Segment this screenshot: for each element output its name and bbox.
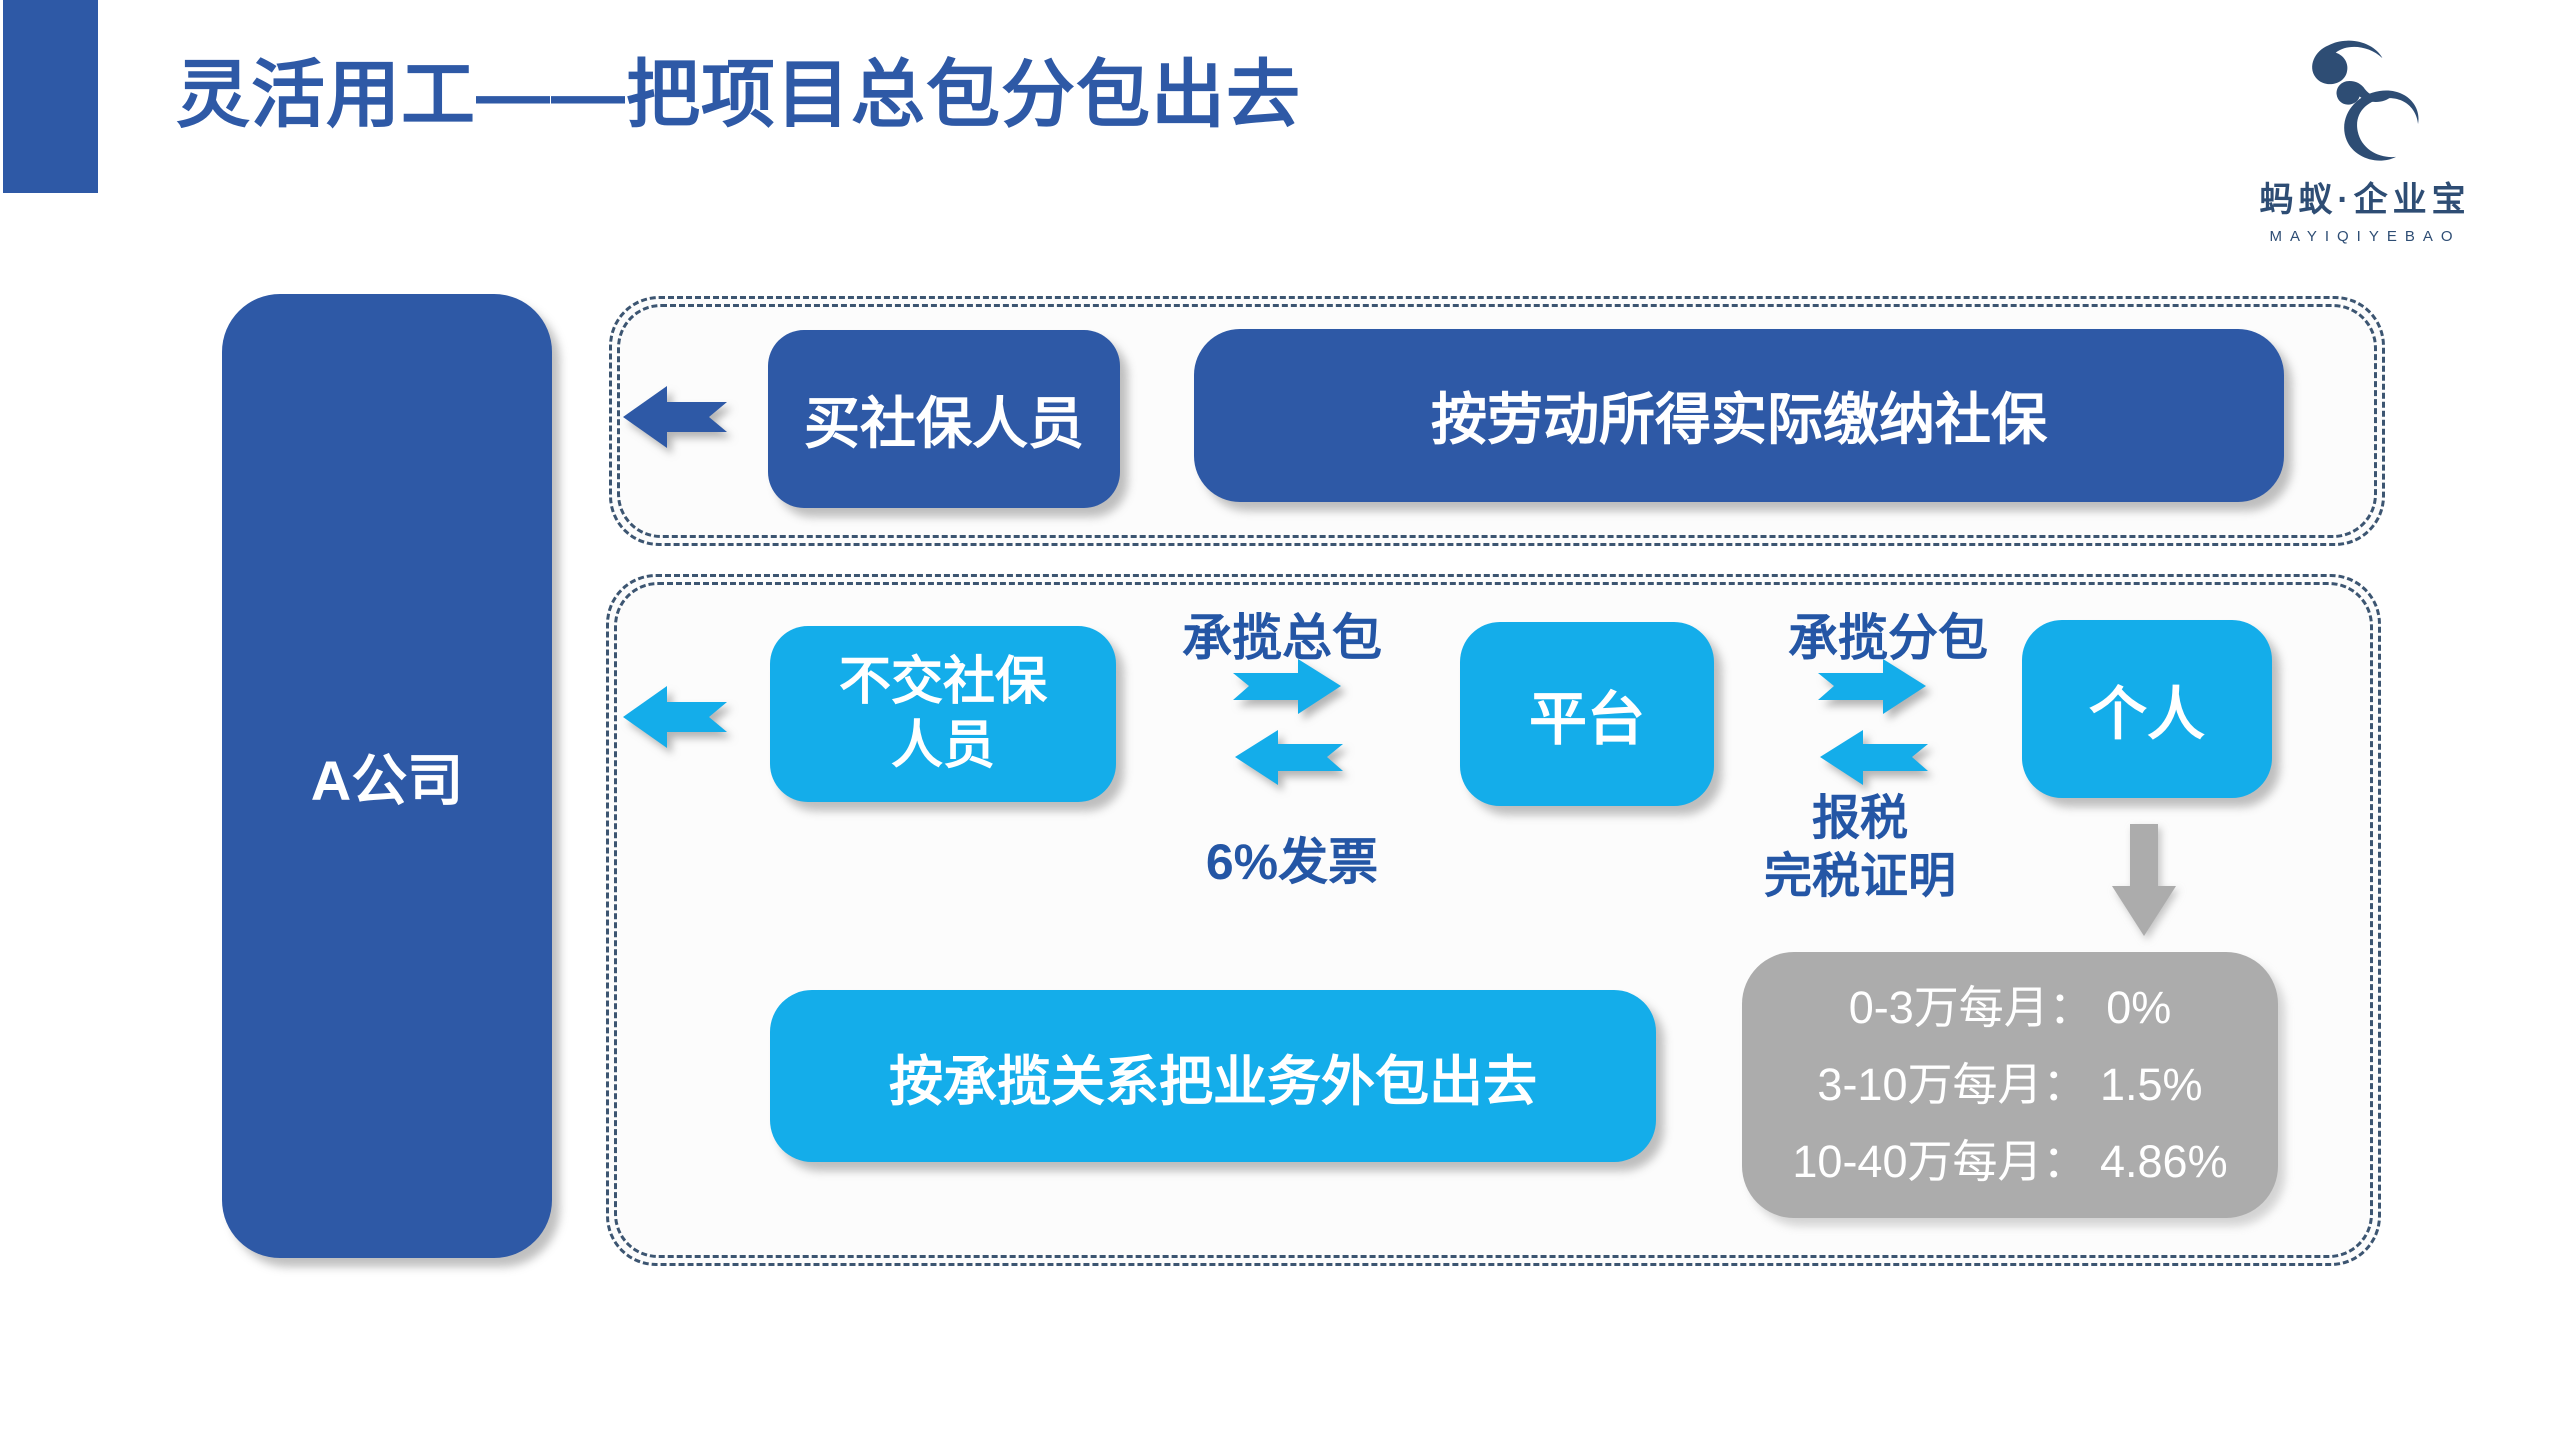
page-title: 灵活用工——把项目总包分包出去 (176, 53, 1301, 136)
tax-rates-panel: 0-3万每月： 0% 3-10万每月： 1.5% 10-40万每月： 4.86% (1742, 952, 2278, 1218)
uninsured-person-box: 不交社保 人员 (770, 626, 1116, 802)
back-arrow-icon-1 (1235, 730, 1343, 785)
title-accent-bar (3, 0, 98, 193)
tax-rate-row-1: 0-3万每月： 0% (1848, 982, 2172, 1033)
insured-policy-label: 按劳动所得实际缴纳社保 (1431, 388, 2047, 451)
individual-box: 个人 (2022, 620, 2272, 798)
insured-policy-box: 按劳动所得实际缴纳社保 (1194, 329, 2284, 502)
left-arrow-icon-dark (623, 386, 727, 448)
invoice-label: 6%发票 (1205, 834, 1379, 890)
tax-line1: 报税 (1811, 792, 1908, 845)
company-a-label: A公司 (310, 748, 464, 812)
outsource-note-box: 按承揽关系把业务外包出去 (770, 990, 1656, 1162)
subcontract-label: 承揽分包 (1788, 610, 1988, 666)
company-logo: 蚂蚁·企业宝 MAYIQIYEBAO (2235, 38, 2495, 245)
tax-label: 报税 完税证明 (1740, 790, 1980, 906)
uninsured-person-line2: 人员 (890, 717, 995, 775)
logo-text-cn: 蚂蚁·企业宝 (2259, 181, 2471, 219)
tax-rate-row-2: 3-10万每月： 1.5% (1817, 1059, 2203, 1110)
back-arrow-icon-2 (1820, 730, 1928, 785)
insured-person-label: 买社保人员 (804, 391, 1084, 455)
platform-box: 平台 (1460, 622, 1714, 806)
platform-label: 平台 (1528, 687, 1645, 752)
uninsured-person-line1: 不交社保 (838, 653, 1047, 711)
down-arrow-icon (2112, 824, 2176, 936)
individual-label: 个人 (2088, 682, 2205, 747)
ant-logo-icon (2312, 40, 2419, 161)
tax-rate-row-3: 10-40万每月： 4.86% (1792, 1136, 2228, 1187)
right-arrow-icon-1 (1233, 659, 1341, 714)
company-a-box: A公司 (222, 294, 552, 1258)
logo-text-en: MAYIQIYEBAO (2269, 228, 2461, 245)
tax-line2: 完税证明 (1763, 850, 1956, 903)
outsource-note-label: 按承揽关系把业务外包出去 (889, 1051, 1537, 1112)
contract-label: 承揽总包 (1182, 610, 1382, 666)
left-arrow-icon-light (623, 686, 727, 748)
insured-person-box: 买社保人员 (768, 330, 1120, 508)
right-arrow-icon-2 (1818, 659, 1926, 714)
